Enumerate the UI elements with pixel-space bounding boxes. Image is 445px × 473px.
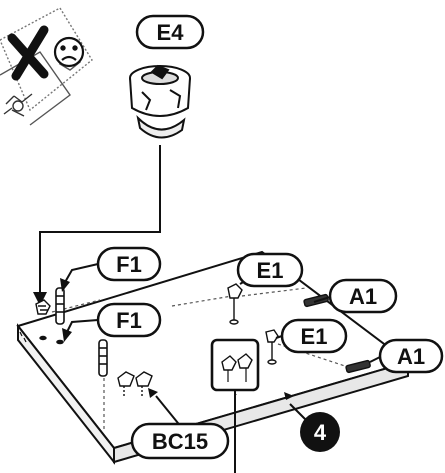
f1-lower-label: F1 <box>96 302 162 338</box>
f1-dowel-lower <box>98 339 108 377</box>
cam-lock-sketch <box>3 93 33 117</box>
svg-text:E1: E1 <box>301 324 328 349</box>
svg-text:E4: E4 <box>157 20 185 45</box>
x-mark-icon <box>7 25 49 81</box>
svg-text:E1: E1 <box>257 258 284 283</box>
step-number-badge: 4 <box>300 412 340 452</box>
wrong-example-inset <box>0 7 93 126</box>
svg-text:A1: A1 <box>349 284 377 309</box>
svg-text:A1: A1 <box>397 344 425 369</box>
a1-upper-label: A1 <box>328 278 398 314</box>
f1-upper-label: F1 <box>96 246 162 282</box>
e4-arrowhead <box>33 292 47 306</box>
f1-dowel-upper <box>55 287 65 345</box>
e1-bolt-lower <box>265 329 279 365</box>
a1-dowel-lower <box>345 359 371 374</box>
detail-inset <box>210 338 260 473</box>
e1-lower-label: E1 <box>280 318 348 354</box>
svg-text:4: 4 <box>314 420 327 445</box>
bc15-fittings <box>117 371 153 396</box>
sad-face-icon <box>53 36 85 68</box>
e4-label: E4 <box>135 14 205 50</box>
svg-text:F1: F1 <box>116 308 142 333</box>
e4-cam-fitting <box>129 64 191 139</box>
label-arrowheads <box>60 278 294 400</box>
e1-upper-label: E1 <box>236 252 304 288</box>
svg-text:F1: F1 <box>116 252 142 277</box>
a1-lower-label: A1 <box>378 338 444 374</box>
cam-fitting-small <box>35 299 51 341</box>
e1-bolt-upper <box>227 283 243 325</box>
svg-text:BC15: BC15 <box>152 429 208 454</box>
bc15-label: BC15 <box>130 422 230 460</box>
e4-leader-line <box>39 145 161 300</box>
